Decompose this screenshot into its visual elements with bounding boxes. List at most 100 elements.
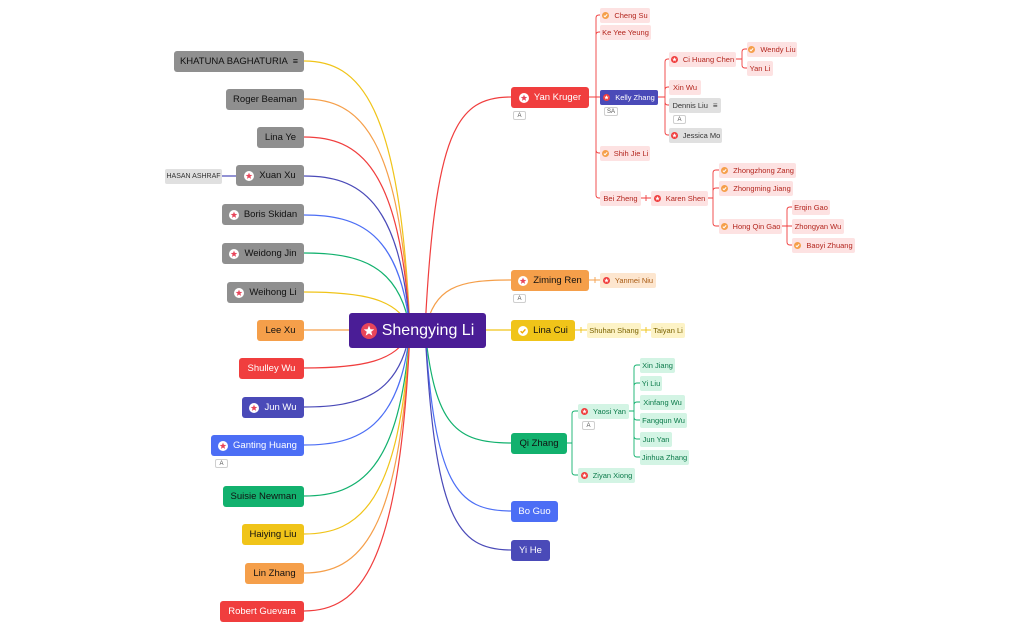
topic-khatuna-baghaturia[interactable]: KHATUNA BAGHATURIA ≡ [174, 51, 304, 72]
subtopic-shih-jie-li[interactable]: Shih Jie Li [600, 146, 650, 161]
root-topic[interactable]: Shengying Li [349, 313, 486, 348]
topic-label: Weidong Jin [244, 248, 297, 259]
topic-weihong-li[interactable]: Weihong Li [227, 282, 304, 303]
star-badge-icon [249, 402, 260, 413]
subtopic-label: Wendy Liu [760, 45, 796, 54]
subtopic-label: Fangqun Wu [642, 416, 685, 425]
check-badge-icon [721, 167, 729, 174]
subtopic-label: Jun Yan [642, 435, 670, 444]
root-topic-label: Shengying Li [381, 321, 475, 339]
connector-elbow [658, 58, 669, 136]
connector-elbow [589, 277, 600, 283]
topic-bo-guo[interactable]: Bo Guo [511, 501, 558, 522]
topic-xuan-xu[interactable]: Xuan Xu [236, 165, 304, 186]
subtopic-zhongzhong-zang[interactable]: Zhongzhong Zang [719, 163, 796, 178]
topic-lin-zhang[interactable]: Lin Zhang [245, 563, 304, 584]
topic-label: Robert Guevara [228, 606, 296, 617]
star-badge-icon [581, 408, 589, 415]
topic-lee-xu[interactable]: Lee Xu [257, 320, 304, 341]
topic-label: Qi Zhang [519, 438, 559, 449]
topic-label: Ziming Ren [533, 275, 582, 286]
connector-elbow [782, 206, 792, 246]
subtopic-label: Bei Zheng [603, 194, 638, 203]
star-badge-icon [670, 132, 678, 139]
subtopic-fangqun-wu[interactable]: Fangqun Wu [640, 413, 687, 428]
subtopic-label: Karen Shen [665, 194, 706, 203]
star-badge-icon [670, 56, 678, 63]
connector-curve [303, 60, 411, 331]
topic-shulley-wu[interactable]: Shulley Wu [239, 358, 304, 379]
topic-yan-kruger[interactable]: Yan Kruger [511, 87, 589, 108]
topic-robert-guevara[interactable]: Robert Guevara [220, 601, 304, 622]
star-badge-icon [244, 170, 255, 181]
topic-lina-cui[interactable]: Lina Cui [511, 320, 575, 341]
connector-elbow [641, 327, 651, 333]
subtopic-label: Ziyan Xiong [592, 471, 633, 480]
connector-curve [303, 136, 411, 331]
subtopic-yan-li[interactable]: Yan Li [747, 61, 773, 76]
topic-haiying-liu[interactable]: Haiying Liu [242, 524, 304, 545]
subtopic-jun-yan[interactable]: Jun Yan [640, 432, 672, 447]
subtopic-dennis-liu[interactable]: Dennis Liu ≡ [669, 98, 721, 113]
subtopic-wendy-liu[interactable]: Wendy Liu [747, 42, 797, 57]
connector-curve [303, 252, 411, 331]
subtopic-yi-liu[interactable]: Yi Liu [640, 376, 662, 391]
topic-label: Jun Wu [264, 402, 297, 413]
check-badge-icon [720, 223, 728, 230]
subtopic-yaosi-yan[interactable]: Yaosi Yan [578, 404, 629, 419]
subtopic-label: Hong Qin Gao [732, 222, 781, 231]
star-badge-icon [228, 209, 239, 220]
check-badge-icon [601, 150, 609, 157]
subtopic-label: Shuhan Shang [589, 326, 639, 335]
connector-elbow [708, 169, 719, 227]
connector-curve [303, 329, 411, 535]
topic-ziming-ren[interactable]: Ziming Ren [511, 270, 589, 291]
subtopic-taiyan-li[interactable]: Taiyan Li [651, 323, 685, 338]
star-badge-icon [653, 195, 661, 202]
subtopic-kelly-zhang[interactable]: Kelly Zhang [600, 90, 658, 105]
subtopic-erqin-gao[interactable]: Erqin Gao [792, 200, 830, 215]
attached-hasan-ashraf[interactable]: HASAN ASHRAF [165, 169, 222, 184]
subtopic-jessica-mo[interactable]: Jessica Mo [669, 128, 722, 143]
topic-suisie-newman[interactable]: Suisie Newman [223, 486, 304, 507]
subtopic-ziyan-xiong[interactable]: Ziyan Xiong [578, 468, 635, 483]
subtopic-shuhan-shang[interactable]: Shuhan Shang [587, 323, 641, 338]
subtopic-tag: A [673, 115, 686, 124]
subtopic-cheng-su[interactable]: Cheng Su [600, 8, 650, 23]
topic-qi-zhang[interactable]: Qi Zhang [511, 433, 567, 454]
subtopic-label: Xinfang Wu [643, 398, 682, 407]
topic-label: Lin Zhang [253, 568, 296, 579]
subtopic-hong-qin-gao[interactable]: Hong Qin Gao [719, 219, 782, 234]
subtopic-baoyi-zhuang[interactable]: Baoyi Zhuang [792, 238, 855, 253]
subtopic-label: Yanmei Niu [614, 276, 654, 285]
topic-roger-beaman[interactable]: Roger Beaman [226, 89, 304, 110]
connector-curve [303, 175, 411, 331]
subtopic-xin-jiang[interactable]: Xin Jiang [640, 358, 675, 373]
attached-label: HASAN ASHRAF [166, 173, 221, 180]
topic-yi-he[interactable]: Yi He [511, 540, 550, 561]
topic-jun-wu[interactable]: Jun Wu [242, 397, 304, 418]
subtopic-zhongming-jiang[interactable]: Zhongming Jiang [719, 181, 793, 196]
subtopic-bei-zheng[interactable]: Bei Zheng [600, 191, 641, 206]
subtopic-jinhua-zhang[interactable]: Jinhua Zhang [640, 450, 689, 465]
subtopic-label: Dennis Liu [672, 101, 708, 110]
topic-tag: A [513, 111, 526, 120]
subtopic-xinfang-wu[interactable]: Xinfang Wu [640, 395, 685, 410]
connector-curve [424, 329, 512, 551]
subtopic-ke-yee-yeung[interactable]: Ke Yee Yeung [600, 25, 651, 40]
subtopic-label: Zhongyan Wu [794, 222, 842, 231]
subtopic-zhongyan-wu[interactable]: Zhongyan Wu [792, 219, 844, 234]
notes-icon: ≡ [292, 56, 299, 66]
topic-label: Yi He [519, 545, 542, 556]
connector-curve [303, 329, 411, 408]
topic-weidong-jin[interactable]: Weidong Jin [222, 243, 304, 264]
subtopic-xin-wu[interactable]: Xin Wu [669, 80, 701, 95]
topic-ganting-huang[interactable]: Ganting Huang [211, 435, 304, 456]
subtopic-yanmei-niu[interactable]: Yanmei Niu [600, 273, 656, 288]
topic-boris-skidan[interactable]: Boris Skidan [222, 204, 304, 225]
subtopic-karen-shen[interactable]: Karen Shen [651, 191, 708, 206]
check-badge-icon [602, 12, 610, 19]
subtopic-ci-huang-chen[interactable]: Ci Huang Chen [669, 52, 736, 67]
topic-lina-ye[interactable]: Lina Ye [257, 127, 304, 148]
subtopic-label: Xin Jiang [642, 361, 673, 370]
